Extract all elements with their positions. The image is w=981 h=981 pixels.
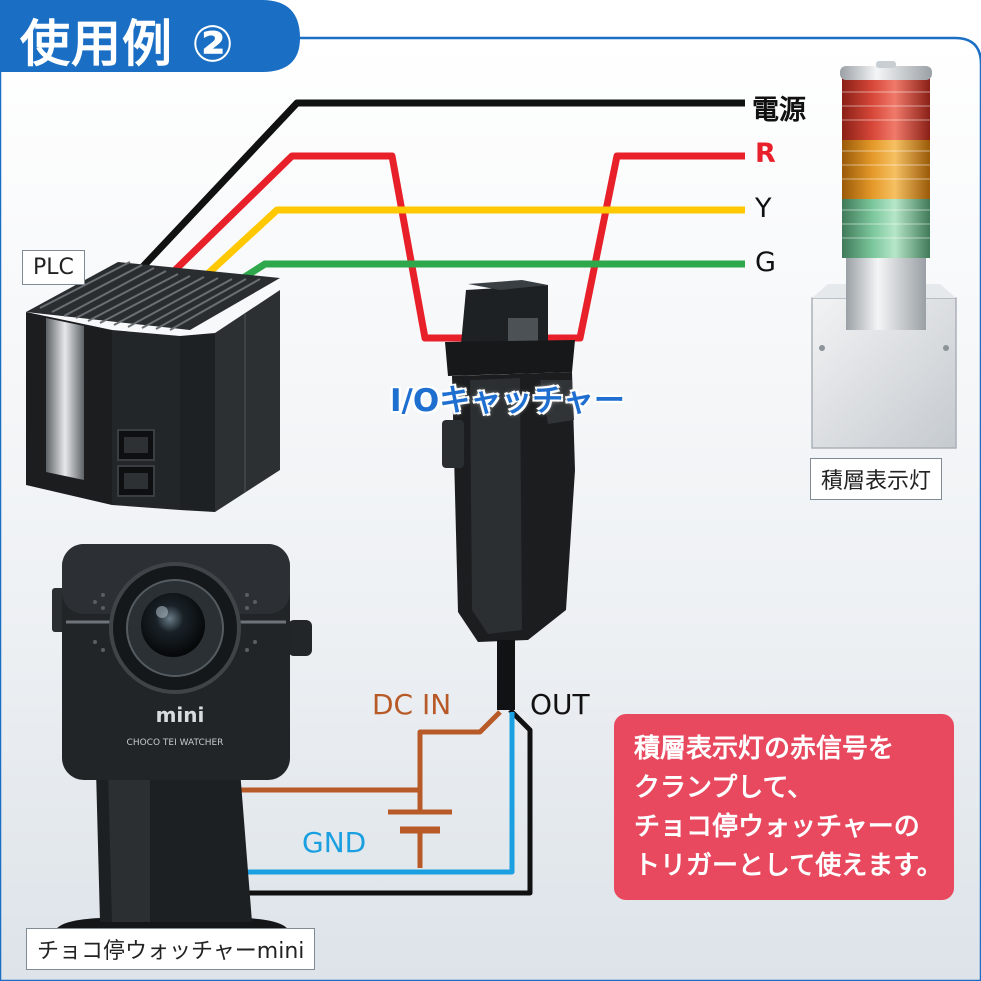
note-line-4: トリガーとして使えます。 xyxy=(634,851,943,881)
note-line-3: チョコ停ウォッチャーの xyxy=(634,812,920,842)
wire-out-black xyxy=(238,708,533,896)
page-title: 使用例 ② xyxy=(20,15,235,73)
wire-gnd-blue xyxy=(238,712,515,875)
title-tab xyxy=(0,0,300,72)
camera-caption-label: チョコ停ウォッチャーmini xyxy=(26,928,316,970)
plc-label: PLC xyxy=(22,250,85,285)
wire-dcin-brown xyxy=(238,710,502,810)
out-label: OUT xyxy=(530,688,590,721)
note-line-1: 積層表示灯の赤信号を xyxy=(634,734,895,764)
stack-light-label: 積層表示灯 xyxy=(810,458,943,500)
wire-yellow xyxy=(197,206,745,284)
wire-power-black xyxy=(132,99,745,278)
camera-brand-text: mini xyxy=(156,703,205,727)
usage-note-box: 積層表示灯の赤信号を クランプして、 チョコ停ウォッチャーの トリガーとして使え… xyxy=(614,714,954,900)
camera-model-text: CHOCO TEI WATCHER xyxy=(127,738,224,748)
stack-light-icon xyxy=(811,61,957,449)
dc-power-symbol-icon xyxy=(388,809,452,868)
gnd-label: GND xyxy=(302,826,367,859)
io-catcher-icon xyxy=(442,280,575,710)
wire-red xyxy=(165,152,745,342)
wire-label-power: 電源 xyxy=(752,95,806,126)
camera-icon: mini CHOCO TEI WATCHER xyxy=(52,544,312,945)
wire-label-green: G xyxy=(755,247,776,278)
note-line-2: クランプして、 xyxy=(634,773,814,803)
dc-in-label: DC IN xyxy=(372,688,452,721)
wire-label-red: R xyxy=(755,138,776,169)
wire-label-yellow: Y xyxy=(755,193,772,224)
plc-unit-icon xyxy=(26,261,280,512)
io-catcher-label: I/Oキャッチャー xyxy=(390,383,625,419)
